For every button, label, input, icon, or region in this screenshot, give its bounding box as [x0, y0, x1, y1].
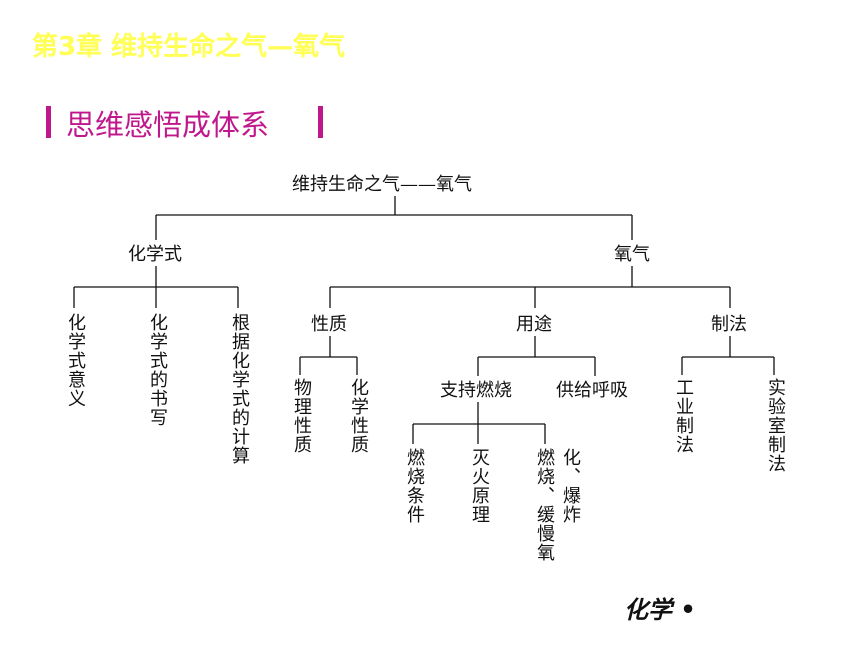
node-uses: 用途 — [516, 314, 552, 335]
node-formula-calc: 根据化学式的计算 — [229, 313, 250, 465]
node-preparation: 制法 — [711, 314, 747, 335]
section-bar-left — [46, 106, 51, 138]
node-slow-oxidation-col1: 燃烧、缓慢氧 — [534, 448, 555, 562]
root-node: 维持生命之气——氧气 — [292, 174, 472, 195]
node-formula-writing: 化学式的书写 — [147, 313, 168, 427]
node-chemical: 化学性质 — [348, 378, 369, 454]
node-formula: 化学式 — [128, 244, 182, 265]
section-bar-right — [318, 106, 323, 138]
node-slow-oxidation-col2: 化、爆炸 — [560, 448, 581, 524]
node-oxygen: 氧气 — [614, 244, 650, 265]
node-combustion-support: 支持燃烧 — [440, 380, 512, 401]
section-title: 思维感悟成体系 — [66, 108, 270, 142]
node-burn-conditions: 燃烧条件 — [404, 448, 425, 524]
node-laboratory: 实验室制法 — [765, 378, 786, 473]
node-breathing: 供给呼吸 — [556, 380, 628, 401]
node-industrial: 工业制法 — [673, 378, 694, 454]
node-formula-meaning: 化学式意义 — [65, 313, 86, 408]
footer-subject: 化学 • — [624, 595, 696, 624]
node-physical: 物理性质 — [291, 378, 312, 454]
node-properties: 性质 — [311, 314, 347, 335]
node-extinguish: 灭火原理 — [469, 448, 490, 524]
chapter-title: 第3章 维持生命之气—氧气 — [32, 32, 346, 62]
